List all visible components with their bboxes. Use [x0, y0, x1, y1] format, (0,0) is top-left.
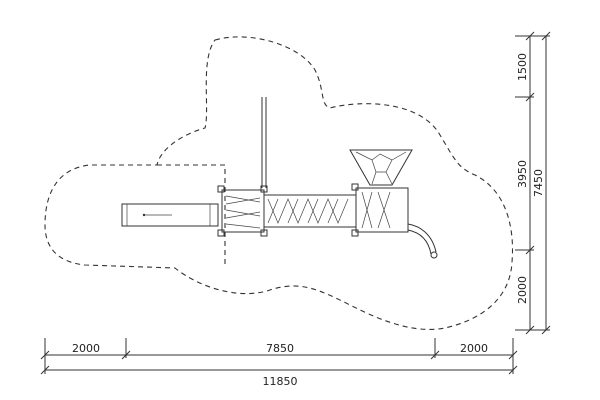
pole — [261, 97, 267, 188]
curved-slide — [407, 223, 438, 259]
vertical-dimensions — [515, 31, 551, 335]
net-roof — [349, 149, 413, 186]
bridge — [263, 194, 357, 228]
horizontal-dimensions — [40, 338, 518, 375]
left-tower-platform — [217, 185, 268, 237]
dim-horizontal-total: 11850 — [263, 375, 298, 388]
dim-horizontal-middle: 7850 — [266, 342, 294, 355]
dim-vertical-bottom: 2000 — [516, 276, 529, 304]
safety-zone-outline — [44, 36, 514, 330]
slide — [121, 203, 219, 227]
dim-horizontal-left: 2000 — [72, 342, 100, 355]
dim-vertical-total: 7450 — [532, 169, 545, 197]
dim-horizontal-right: 2000 — [460, 342, 488, 355]
right-tower-platform — [351, 183, 409, 237]
dim-vertical-middle: 3950 — [516, 160, 529, 188]
dim-vertical-top: 1500 — [516, 53, 529, 81]
